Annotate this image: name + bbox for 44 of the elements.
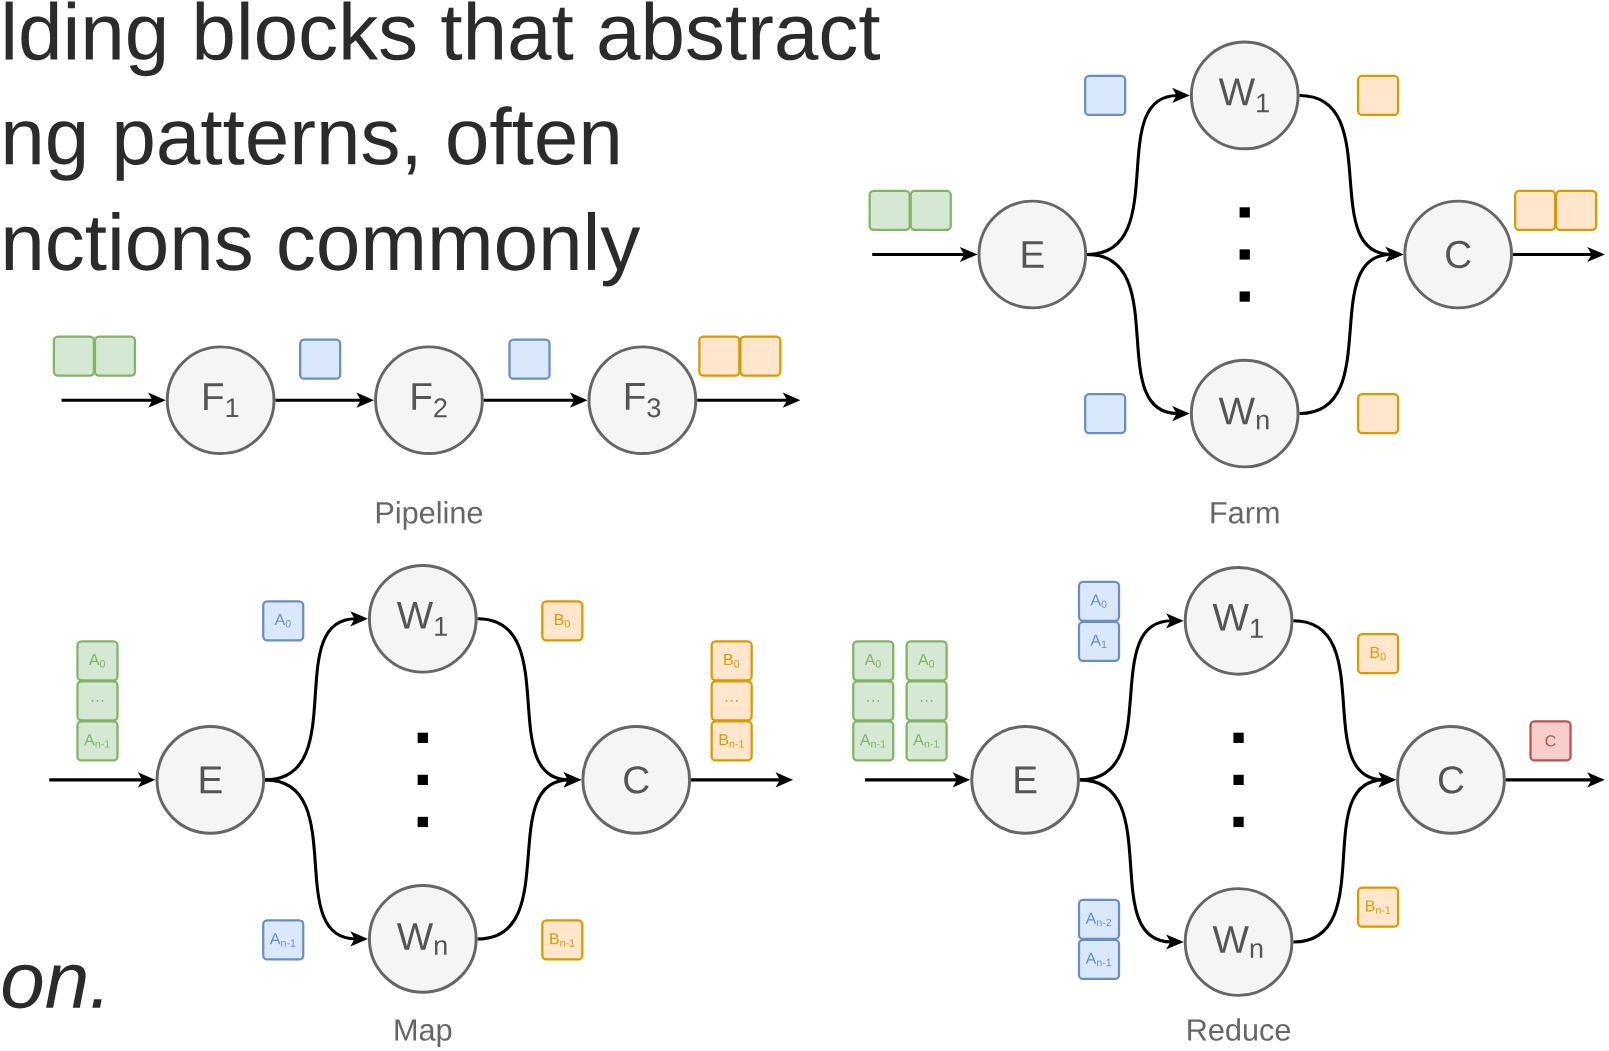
data-token: … xyxy=(852,680,895,722)
data-token xyxy=(1514,189,1557,232)
data-token: A$_{1}$ xyxy=(1077,620,1121,663)
data-token xyxy=(1555,189,1598,232)
slide-text: nctions commonly xyxy=(5,212,641,287)
data-token: A$_{n-1}$ xyxy=(852,720,895,762)
slide-text: ng patterns, often xyxy=(5,106,618,181)
data-token xyxy=(52,335,96,377)
data-token xyxy=(93,335,137,377)
data-token xyxy=(739,335,782,377)
data-token: … xyxy=(905,680,948,722)
data-token xyxy=(1357,393,1400,435)
slide-text: on. xyxy=(2,964,102,1009)
data-token xyxy=(508,338,551,380)
caption: Pipeline xyxy=(376,501,483,530)
data-token xyxy=(698,335,741,377)
data-token xyxy=(1084,393,1127,435)
data-token: A$_{0}$ xyxy=(76,640,119,682)
caption: Farm xyxy=(1211,502,1279,524)
data-token xyxy=(299,338,342,380)
data-token: B$_{n-1}$ xyxy=(1357,886,1400,928)
data-token xyxy=(868,189,911,232)
data-token xyxy=(909,189,952,232)
data-token: A$_{n-1}$ xyxy=(76,720,119,762)
data-token: … xyxy=(76,680,119,722)
data-token: B$_{n-1}$ xyxy=(710,720,753,762)
data-token: B$_{n-1}$ xyxy=(541,919,584,961)
data-token xyxy=(1084,74,1127,117)
data-token: A$_{0}$ xyxy=(852,640,895,682)
caption: Reduce xyxy=(1188,1018,1291,1041)
data-token: A$_{n-2}$ xyxy=(1077,898,1121,941)
data-token: B$_{0}$ xyxy=(541,600,584,642)
data-token: A$_{n-1}$ xyxy=(1077,938,1121,981)
data-token: A$_{0}$ xyxy=(262,600,305,642)
data-token: B$_{0}$ xyxy=(1357,633,1400,675)
data-token: A$_{n-1}$ xyxy=(262,919,305,961)
data-token: A$_{0}$ xyxy=(905,640,948,682)
slide-text: lding blocks that abstract xyxy=(5,1,880,77)
data-token: A$_{n-1}$ xyxy=(905,720,948,762)
data-token: C xyxy=(1529,720,1572,762)
data-token: … xyxy=(710,680,753,722)
data-token: B$_{0}$ xyxy=(710,640,753,682)
data-token xyxy=(1357,74,1400,117)
data-token: A$_{0}$ xyxy=(1077,580,1121,623)
